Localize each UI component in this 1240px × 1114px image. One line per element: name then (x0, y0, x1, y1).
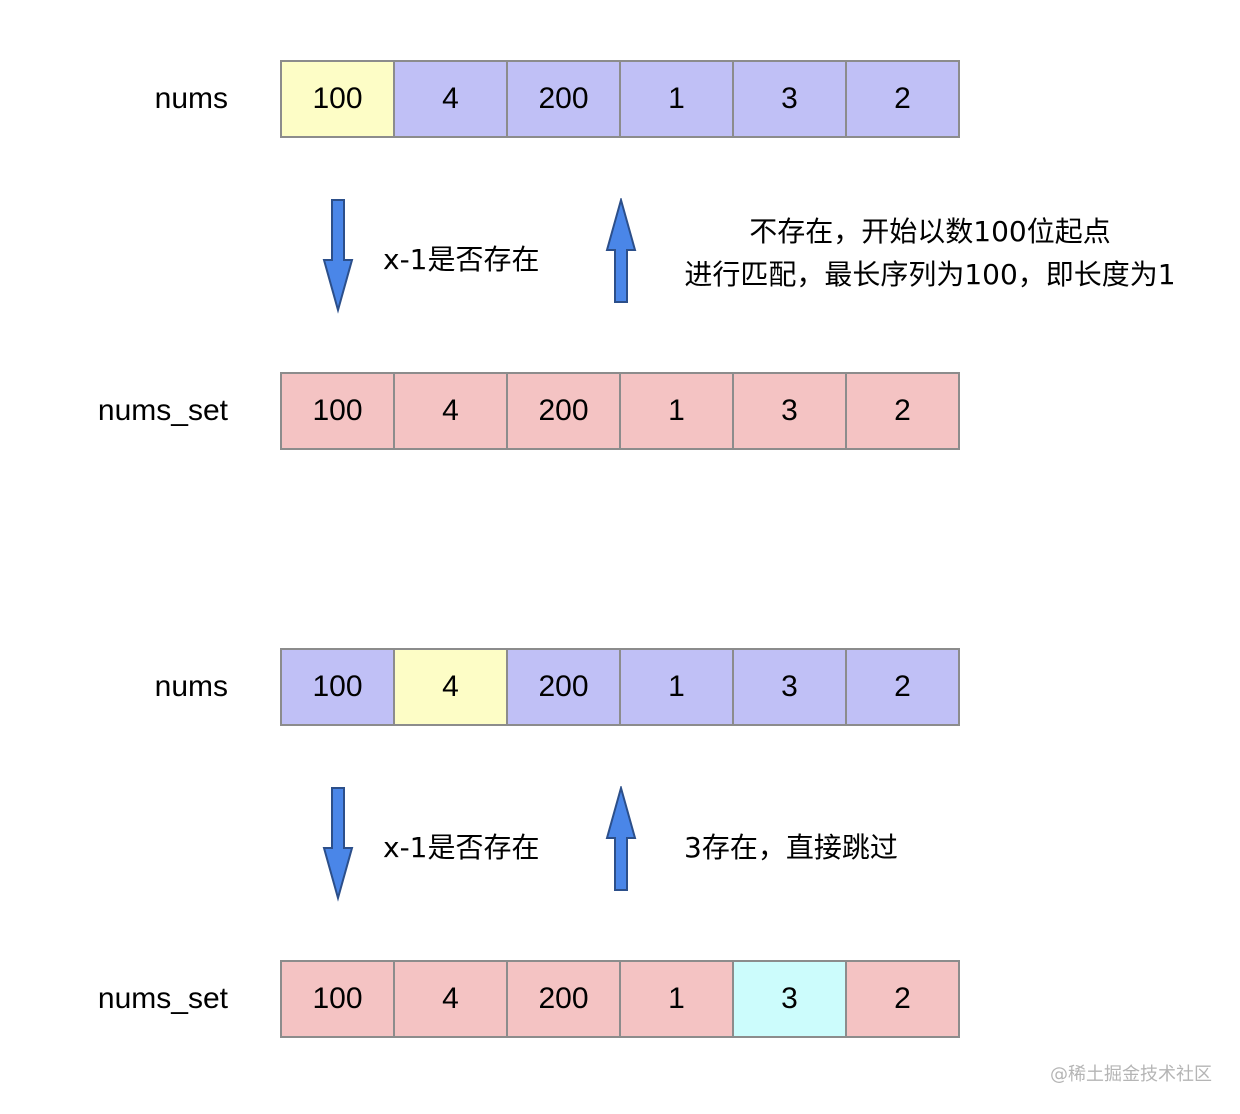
nums-set-cell: 200 (508, 374, 621, 448)
nums-cell: 100 (282, 62, 395, 136)
result-note-line: 不存在，开始以数100位起点 (749, 215, 1111, 248)
nums-cell: 2 (847, 650, 958, 724)
nums-array-2: 100 4 200 1 3 2 (280, 648, 960, 726)
nums-cell: 1 (621, 650, 734, 724)
check-prev-text-1: x-1是否存在 (383, 243, 540, 276)
nums-array-1: 100 4 200 1 3 2 (280, 60, 960, 138)
nums-cell: 4 (395, 650, 508, 724)
nums-set-array-2: 100 4 200 1 3 2 (280, 960, 960, 1038)
nums-set-cell: 2 (847, 374, 958, 448)
result-note-1: 不存在，开始以数100位起点 进行匹配，最长序列为100，即长度为1 (660, 210, 1200, 296)
nums-set-cell: 3 (734, 374, 847, 448)
up-arrow-icon (605, 198, 637, 303)
nums-cell: 2 (847, 62, 958, 136)
nums-cell: 100 (282, 650, 395, 724)
watermark: @稀土掘金技术社区 (1050, 1064, 1212, 1085)
nums-cell: 200 (508, 650, 621, 724)
nums-cell: 4 (395, 62, 508, 136)
nums-set-label-1: nums_set (97, 394, 228, 427)
nums-set-label-2: nums_set (97, 982, 228, 1015)
result-note-line: 进行匹配，最长序列为100，即长度为1 (684, 258, 1176, 291)
nums-set-cell: 1 (621, 374, 734, 448)
nums-set-cell: 1 (621, 962, 734, 1036)
nums-cell: 3 (734, 650, 847, 724)
nums-set-cell: 4 (395, 374, 508, 448)
nums-set-cell: 100 (282, 374, 395, 448)
nums-set-cell: 2 (847, 962, 958, 1036)
check-prev-text-2: x-1是否存在 (383, 831, 540, 864)
nums-cell: 200 (508, 62, 621, 136)
nums-cell: 3 (734, 62, 847, 136)
result-note-2: 3存在，直接跳过 (684, 831, 898, 864)
nums-cell: 1 (621, 62, 734, 136)
down-arrow-icon (322, 787, 354, 902)
down-arrow-icon (322, 199, 354, 314)
nums-label-1: nums (154, 82, 228, 115)
nums-set-cell: 4 (395, 962, 508, 1036)
nums-set-cell: 100 (282, 962, 395, 1036)
nums-set-cell: 200 (508, 962, 621, 1036)
nums-set-array-1: 100 4 200 1 3 2 (280, 372, 960, 450)
nums-label-2: nums (154, 670, 228, 703)
up-arrow-icon (605, 786, 637, 891)
nums-set-cell-found: 3 (734, 962, 847, 1036)
